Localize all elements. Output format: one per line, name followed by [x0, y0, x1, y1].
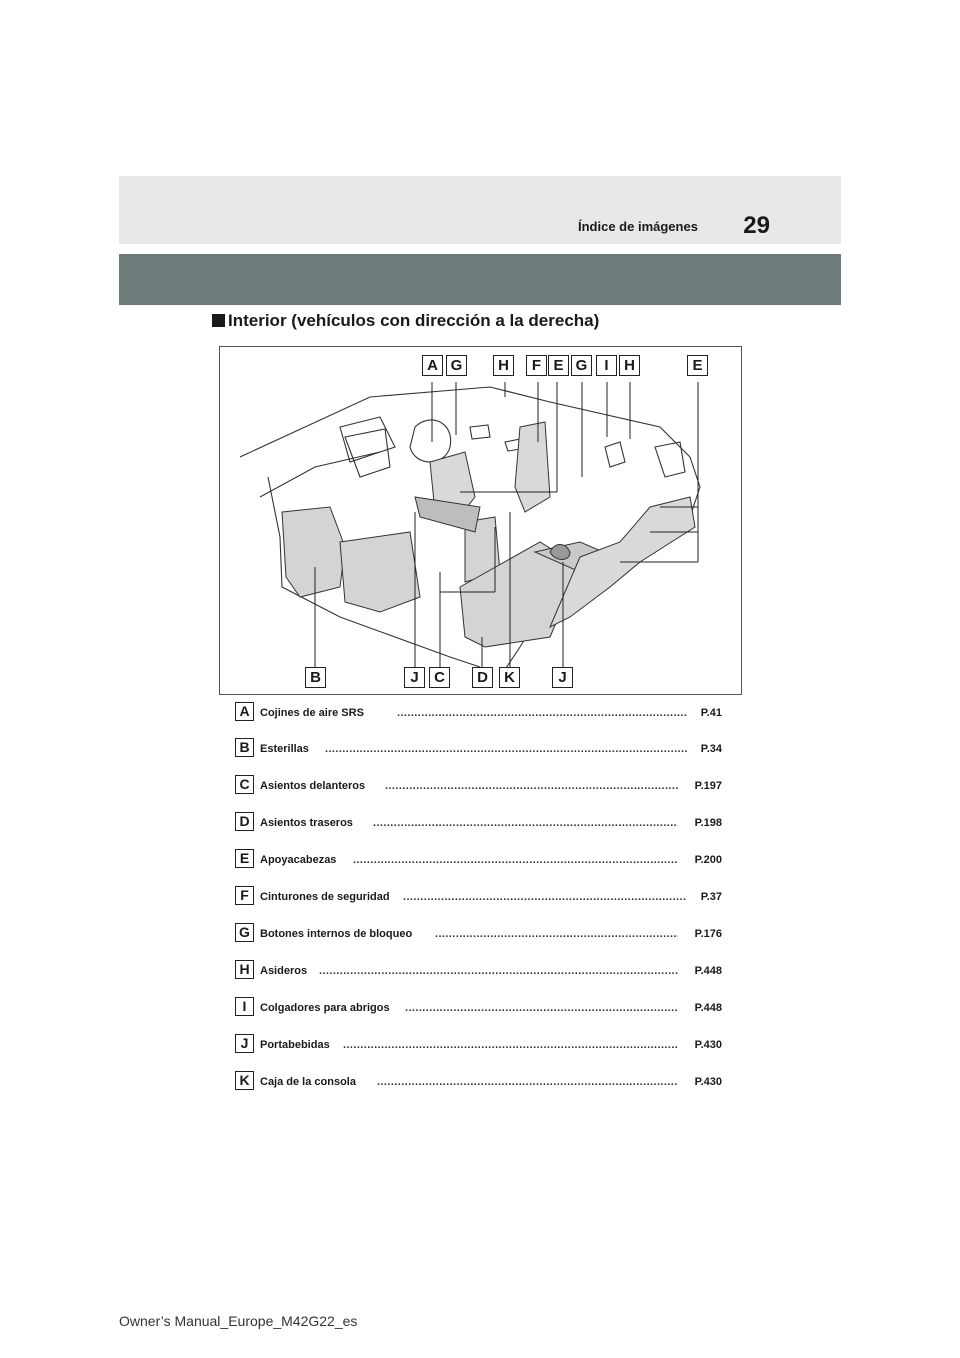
list-item[interactable]: H Asideros .............................… — [235, 960, 725, 982]
list-item[interactable]: J Portabebidas .........................… — [235, 1034, 725, 1056]
dot-leader: ........................................… — [319, 965, 678, 977]
index-text: Portabebidas — [260, 1039, 330, 1051]
callout-k: K — [499, 667, 520, 688]
index-text: Apoyacabezas — [260, 854, 337, 866]
index-letter: A — [235, 702, 254, 721]
index-letter: C — [235, 775, 254, 794]
callout-e: E — [687, 355, 708, 376]
index-letter: K — [235, 1071, 254, 1090]
page-number: 29 — [743, 212, 770, 239]
page-reference[interactable]: P.200 — [694, 854, 722, 866]
index-text: Caja de la consola — [260, 1076, 356, 1088]
list-item[interactable]: I Colgadores para abrigos ..............… — [235, 997, 725, 1019]
square-bullet-icon — [212, 314, 225, 327]
figure-heading-text: Interior (vehículos con dirección a la d… — [228, 311, 600, 330]
index-letter: I — [235, 997, 254, 1016]
page-reference[interactable]: P.41 — [700, 707, 722, 719]
dot-leader: ........................................… — [397, 707, 687, 719]
callout-b: B — [305, 667, 326, 688]
footer-manual-id: Owner’s Manual_Europe_M42G22_es — [119, 1313, 358, 1329]
section-title: Índice de imágenes — [578, 219, 698, 234]
header-band — [119, 176, 841, 244]
page-reference[interactable]: P.448 — [694, 965, 722, 977]
dot-leader: ........................................… — [343, 1039, 678, 1051]
page-reference[interactable]: P.34 — [700, 743, 722, 755]
chapter-bar — [119, 254, 841, 305]
list-item[interactable]: A Cojines de aire SRS ..................… — [235, 702, 725, 724]
callout-c: C — [429, 667, 450, 688]
callout-d: D — [472, 667, 493, 688]
index-letter: F — [235, 886, 254, 905]
page-reference[interactable]: P.37 — [700, 891, 722, 903]
page-reference[interactable]: P.197 — [694, 780, 722, 792]
index-text: Colgadores para abrigos — [260, 1002, 390, 1014]
index-letter: H — [235, 960, 254, 979]
dot-leader: ........................................… — [403, 891, 687, 903]
callout-g: G — [571, 355, 592, 376]
page-reference[interactable]: P.448 — [694, 1002, 722, 1014]
dot-leader: ........................................… — [373, 817, 678, 829]
index-letter: B — [235, 738, 254, 757]
index-letter: J — [235, 1034, 254, 1053]
list-item[interactable]: F Cinturones de seguridad ..............… — [235, 886, 725, 908]
callout-h: H — [619, 355, 640, 376]
page-reference[interactable]: P.176 — [694, 928, 722, 940]
index-letter: D — [235, 812, 254, 831]
index-text: Cojines de aire SRS — [260, 707, 364, 719]
index-text: Esterillas — [260, 743, 309, 755]
dot-leader: ........................................… — [377, 1076, 678, 1088]
dot-leader: ........................................… — [353, 854, 678, 866]
dot-leader: ........................................… — [405, 1002, 678, 1014]
callout-i: I — [596, 355, 617, 376]
list-item[interactable]: D Asientos traseros ....................… — [235, 812, 725, 834]
page-reference[interactable]: P.430 — [694, 1076, 722, 1088]
list-item[interactable]: C Asientos delanteros ..................… — [235, 775, 725, 797]
callout-g: G — [446, 355, 467, 376]
callout-f: F — [526, 355, 547, 376]
car-interior-drawing — [239, 382, 701, 678]
dot-leader: ........................................… — [435, 928, 678, 940]
index-letter: E — [235, 849, 254, 868]
figure-heading: Interior (vehículos con dirección a la d… — [212, 311, 599, 331]
interior-illustration: A G H F E G I H E B J C D K J — [219, 346, 742, 695]
dot-leader: ........................................… — [385, 780, 678, 792]
callout-a: A — [422, 355, 443, 376]
callout-e: E — [548, 355, 569, 376]
callout-h: H — [493, 355, 514, 376]
index-letter: G — [235, 923, 254, 942]
list-item[interactable]: K Caja de la consola ...................… — [235, 1071, 725, 1093]
index-text: Asientos traseros — [260, 817, 353, 829]
index-text: Botones internos de bloqueo — [260, 928, 413, 940]
list-item[interactable]: E Apoyacabezas .........................… — [235, 849, 725, 871]
callout-j: J — [552, 667, 573, 688]
page-reference[interactable]: P.198 — [694, 817, 722, 829]
page-reference[interactable]: P.430 — [694, 1039, 722, 1051]
callout-j: J — [404, 667, 425, 688]
index-text: Cinturones de seguridad — [260, 891, 390, 903]
index-text: Asientos delanteros — [260, 780, 366, 792]
list-item[interactable]: B Esterillas ...........................… — [235, 738, 725, 760]
dot-leader: ........................................… — [325, 743, 687, 755]
index-text: Asideros — [260, 965, 308, 977]
list-item[interactable]: G Botones internos de bloqueo ..........… — [235, 923, 725, 945]
